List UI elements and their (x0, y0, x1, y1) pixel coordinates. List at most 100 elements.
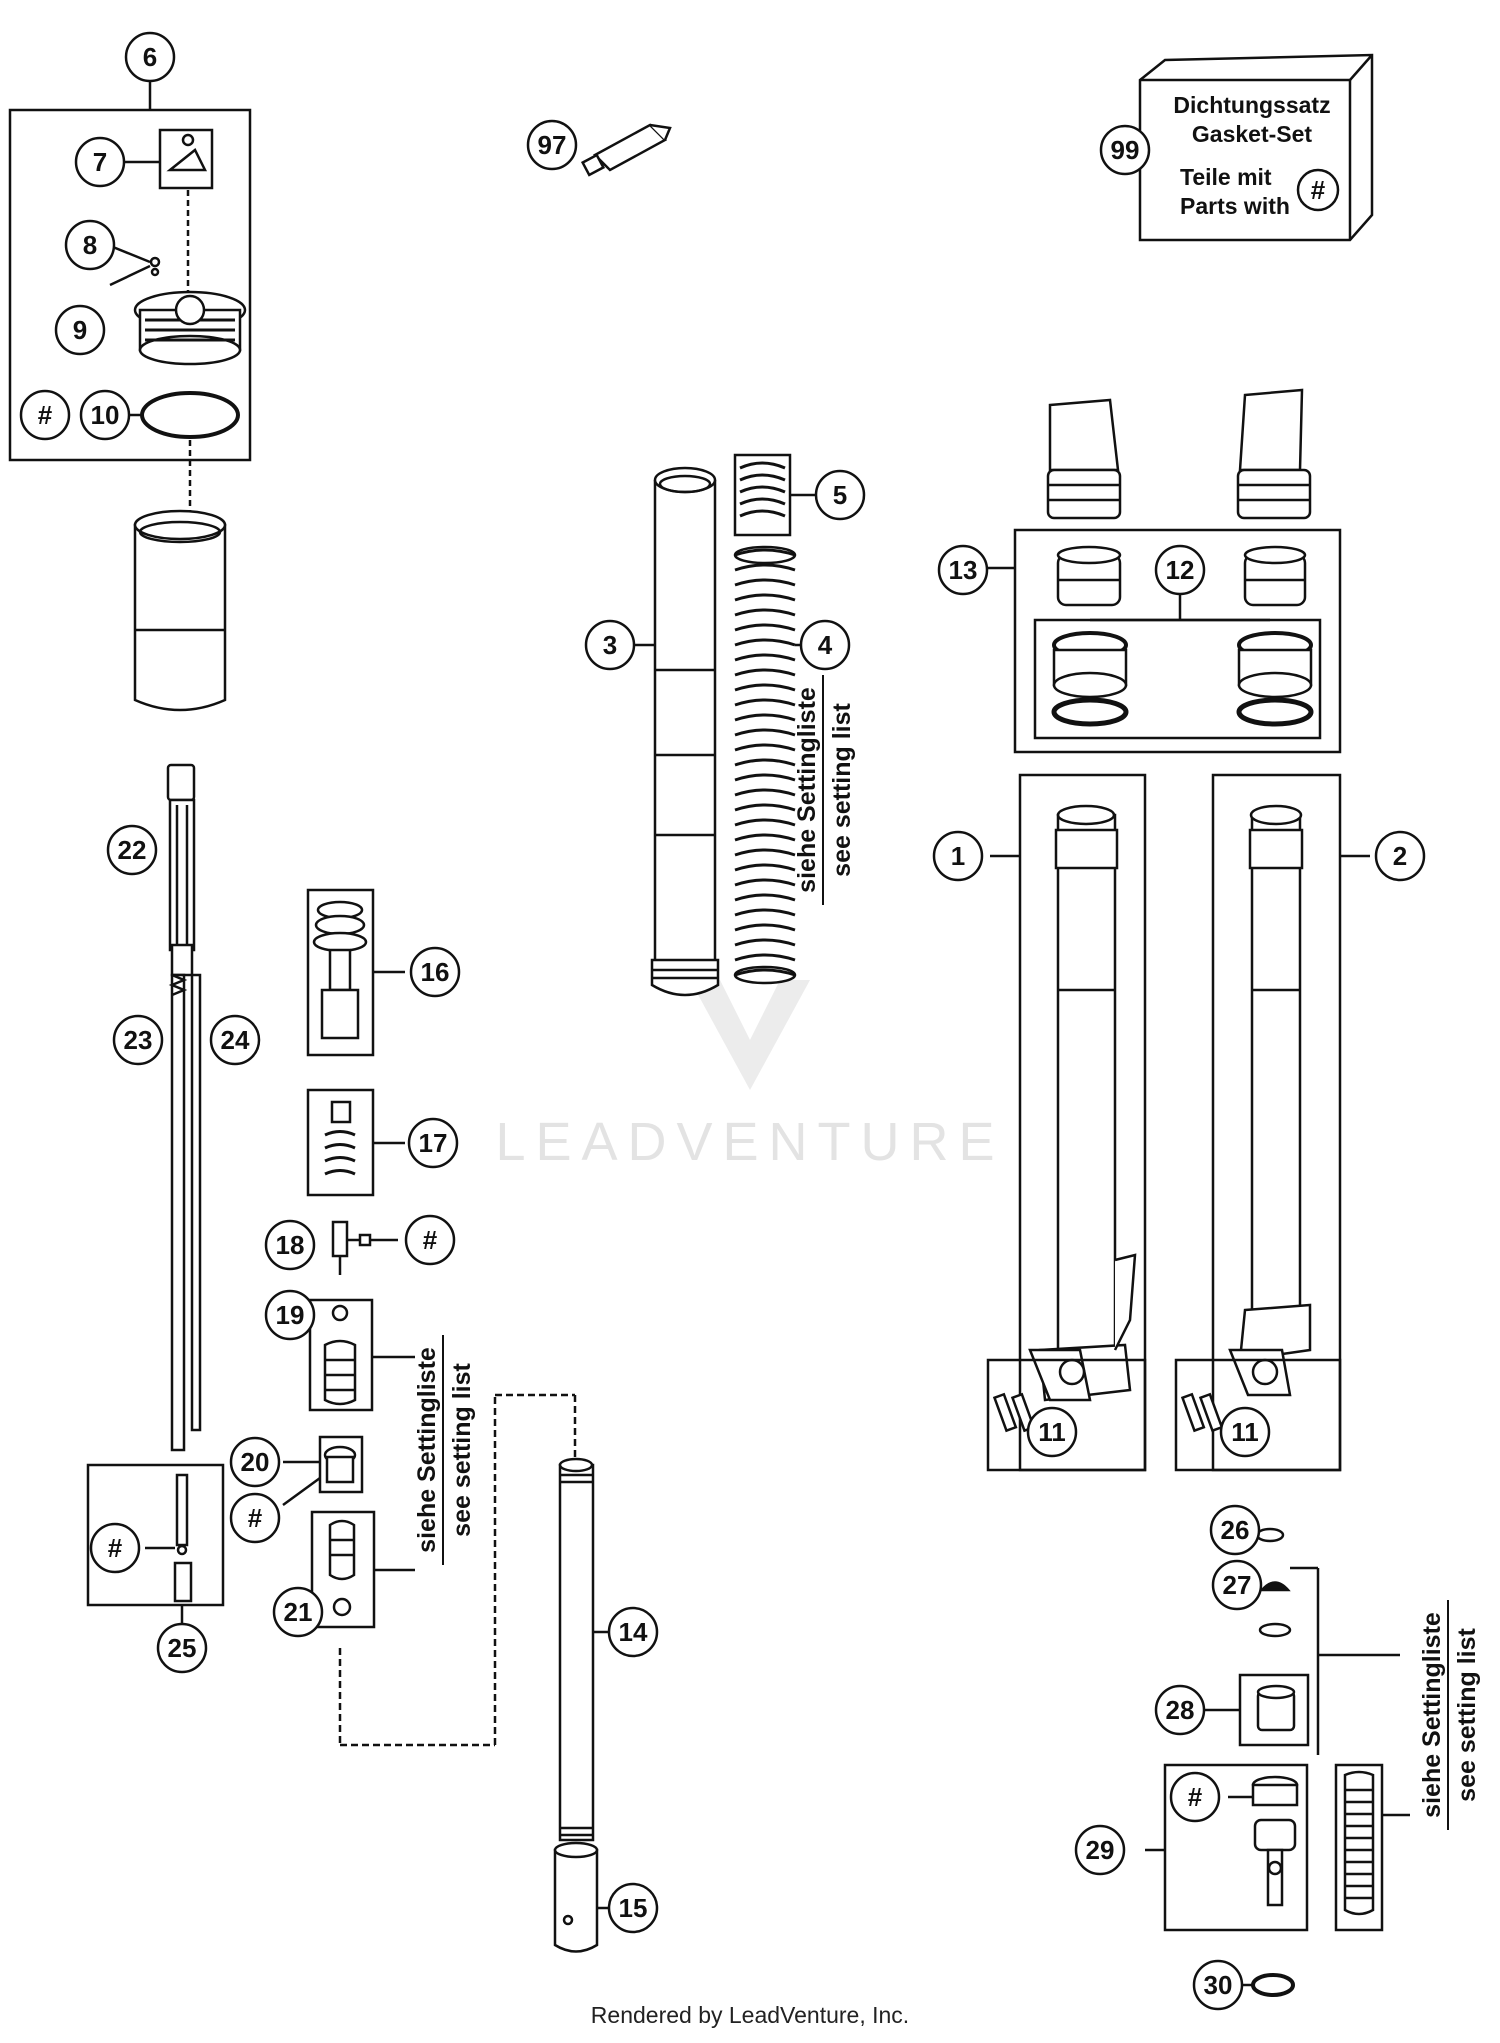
callout-circle (124, 31, 176, 83)
callout-part-99: 99 (1099, 124, 1151, 176)
callout-part-22: 22 (106, 824, 158, 876)
cap-assembly-group (8, 80, 252, 462)
callout-circle (74, 136, 126, 188)
callout-label: 13 (949, 555, 978, 585)
callout-part-28: 28 (1154, 1684, 1206, 1736)
callout-circle (1192, 1959, 1244, 2011)
callout-label: 1 (951, 841, 965, 871)
fork-leg-left (986, 773, 1147, 1472)
callout-label: # (108, 1533, 123, 1563)
compression-valve-box (86, 1463, 225, 1625)
callout-part-16: 16 (409, 946, 461, 998)
callout-gasket-marker: # (1169, 1771, 1221, 1823)
callout-circle (407, 1117, 459, 1169)
callout-part-9: 9 (54, 304, 106, 356)
callout-label: 26 (1221, 1515, 1250, 1545)
callout-label: 27 (1223, 1570, 1252, 1600)
callout-gasket-marker: # (229, 1492, 281, 1544)
callout-part-21: 21 (272, 1586, 324, 1638)
callout-label: # (248, 1503, 263, 1533)
callout-circle (526, 119, 578, 171)
callout-circle (584, 619, 636, 671)
cartridge-tube (553, 1457, 615, 1953)
setting-note-de: siehe Settingliste (793, 687, 821, 893)
callout-circle (409, 946, 461, 998)
callout-part-25: 25 (156, 1622, 208, 1674)
cap-assembly-frame (8, 108, 252, 462)
callout-label: # (38, 400, 53, 430)
callout-label: 99 (1111, 135, 1140, 165)
watermark: LEADVENTURE (495, 980, 1004, 1172)
callout-gasket-marker: # (19, 389, 71, 441)
callout-circle (209, 1014, 261, 1066)
outer-tube-upper (133, 440, 227, 712)
valve-parts-16-17 (306, 888, 405, 1197)
callout-part-29: 29 (1074, 1824, 1126, 1876)
callout-label: 2 (1393, 841, 1407, 871)
callout-label: 15 (619, 1893, 648, 1923)
callout-label: 10 (91, 400, 120, 430)
callout-label: 21 (284, 1597, 313, 1627)
inner-tube (620, 466, 720, 997)
setting-note-midvalve: siehe Settingliste see setting list (413, 1335, 476, 1565)
callout-circle (54, 304, 106, 356)
adjuster-box (158, 128, 214, 190)
callout-circle (404, 1214, 456, 1266)
callout-circle (1026, 1406, 1078, 1458)
main-spring (733, 545, 818, 985)
piston-rod-assembly (166, 763, 202, 1452)
callout-label: 17 (419, 1128, 448, 1158)
setting-note-en: see setting list (828, 702, 856, 876)
gasket-parts-de: Teile mit (1180, 164, 1272, 190)
callout-circle (1209, 1504, 1261, 1556)
callout-circle (264, 1289, 316, 1341)
callout-gasket-marker: # (89, 1522, 141, 1574)
fork-leg-right (1174, 773, 1370, 1472)
footer-credit: Rendered by LeadVenture, Inc. (590, 2002, 910, 2028)
callout-label: # (423, 1225, 438, 1255)
callout-part-27: 27 (1211, 1559, 1263, 1611)
gasket-hash-symbol: # (1311, 175, 1326, 205)
grease-tube (580, 123, 672, 177)
callout-circle (64, 219, 116, 271)
base-valve-parts (1145, 1527, 1410, 1997)
setting-note-en: see setting list (1453, 1627, 1481, 1801)
callout-part-5: 5 (814, 469, 866, 521)
callout-circle (607, 1606, 659, 1658)
callout-part-23: 23 (112, 1014, 164, 1066)
bushing-seal-group (985, 528, 1342, 754)
callout-label: 29 (1086, 1835, 1115, 1865)
callout-label: 11 (1038, 1417, 1066, 1447)
setting-note-en: see setting list (448, 1362, 476, 1536)
callout-label: 5 (833, 480, 847, 510)
callout-circle (1074, 1824, 1126, 1876)
callout-part-2: 2 (1374, 830, 1426, 882)
callout-part-24: 24 (209, 1014, 261, 1066)
callout-circle (607, 1882, 659, 1934)
callout-label: 6 (143, 42, 157, 72)
callout-circle (229, 1492, 281, 1544)
callout-label: 4 (818, 630, 833, 660)
callout-label: 19 (276, 1300, 305, 1330)
watermark-text: LEADVENTURE (495, 1112, 1004, 1172)
callout-label: 14 (619, 1617, 648, 1647)
callout-circle (1169, 1771, 1221, 1823)
callout-circle (1211, 1559, 1263, 1611)
callout-gasket-marker: # (404, 1214, 456, 1266)
callout-label: 97 (538, 130, 567, 160)
callout-circle (19, 389, 71, 441)
callout-circle (106, 824, 158, 876)
callout-part-7: 7 (74, 136, 126, 188)
callout-circle (112, 1014, 164, 1066)
callout-part-1: 1 (932, 830, 984, 882)
callout-label: 20 (241, 1447, 270, 1477)
callout-part-10: 10 (79, 389, 131, 441)
callout-label: 12 (1166, 555, 1195, 585)
callout-circle (156, 1622, 208, 1674)
callout-circle (264, 1219, 316, 1271)
callout-part-6: 6 (124, 31, 176, 83)
callout-part-11: 11 (1219, 1406, 1271, 1458)
callout-label: # (1188, 1782, 1203, 1812)
callout-label: 16 (421, 957, 450, 987)
